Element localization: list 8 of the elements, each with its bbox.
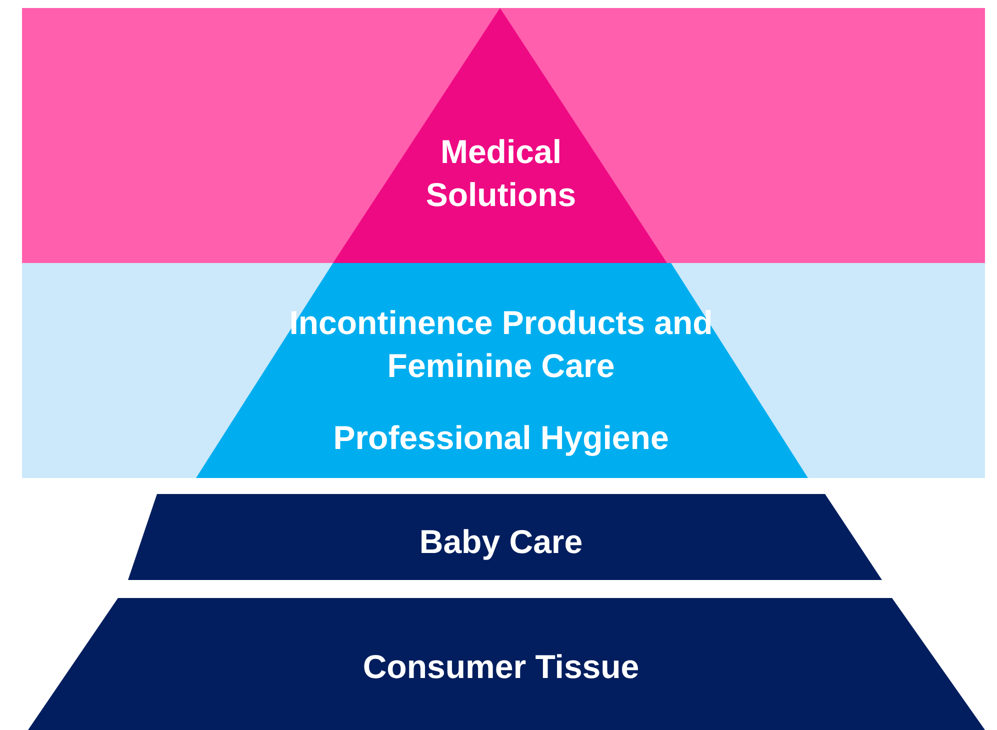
pyramid-tier <box>196 263 808 478</box>
pyramid-tier <box>28 598 985 730</box>
tier-label: Professional Hygiene <box>332 418 670 458</box>
pyramid-tier <box>128 494 882 580</box>
tier-label: Incontinence Products and Feminine Care <box>288 303 714 386</box>
tier-label: Medical Solutions <box>424 132 578 215</box>
tier-label: Baby Care <box>418 522 584 562</box>
tier-label: Consumer Tissue <box>362 647 640 687</box>
